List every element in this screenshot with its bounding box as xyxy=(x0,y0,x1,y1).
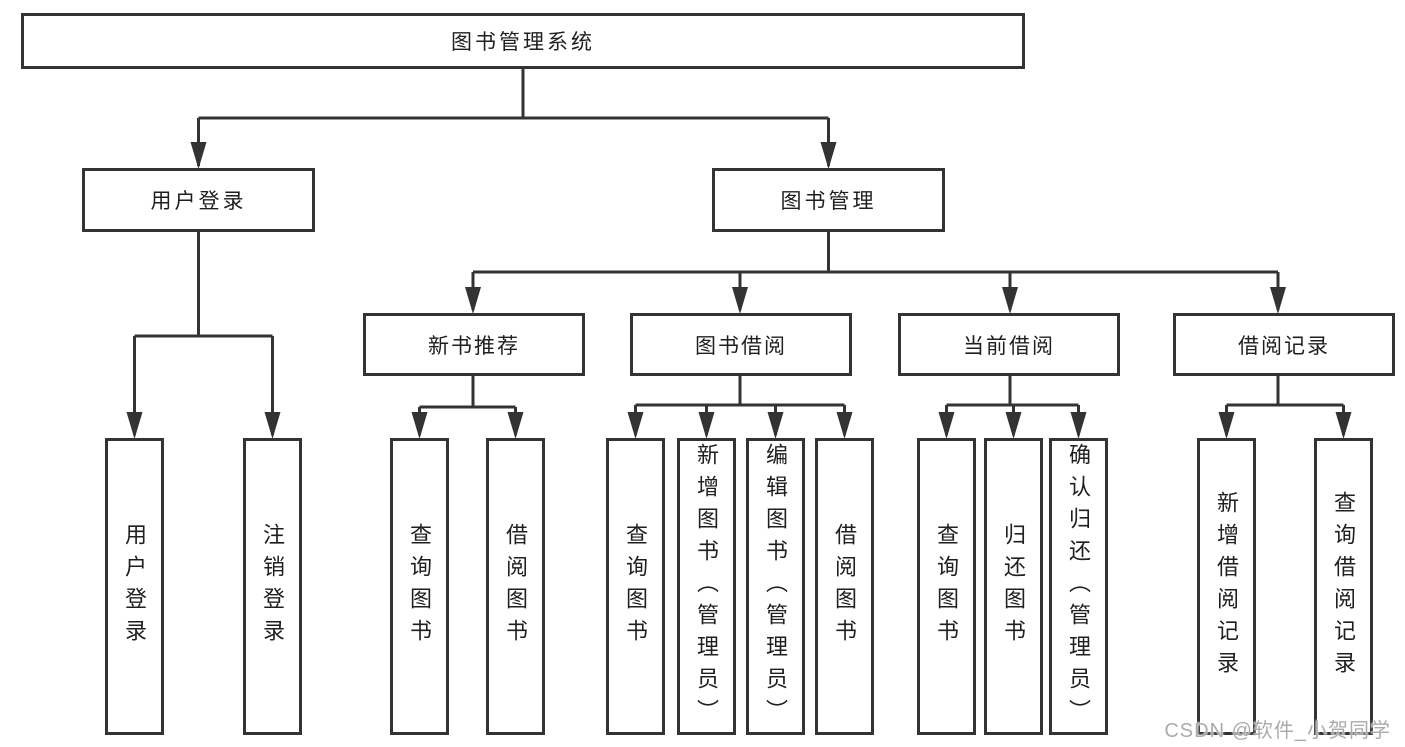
leaf-borrow-add-books-admin: 新增图书（管理员） xyxy=(677,438,736,735)
node-current-borrowing: 当前借阅 xyxy=(898,313,1120,376)
arrowhead-icon xyxy=(627,412,644,439)
arrowhead-icon xyxy=(1002,287,1018,314)
node-new-book-recommendation: 新书推荐 xyxy=(363,313,585,376)
arrowhead-icon xyxy=(1270,287,1286,314)
connector-lines xyxy=(471,232,1280,310)
arrowhead-icons xyxy=(126,142,1352,439)
arrowhead-icon xyxy=(732,287,748,314)
connector-lines xyxy=(133,232,274,435)
arrowhead-icon xyxy=(465,287,481,314)
arrowhead-icon xyxy=(1335,412,1352,439)
leaf-current-query-books: 查询图书 xyxy=(917,438,976,735)
arrowhead-icon xyxy=(126,412,143,439)
arrowhead-icon xyxy=(1070,412,1087,439)
arrowhead-icon xyxy=(411,412,428,439)
leaf-logout: 注销登录 xyxy=(243,438,302,735)
leaf-rec-query-books: 查询图书 xyxy=(390,438,449,735)
leaf-user-login: 用户登录 xyxy=(105,438,164,735)
leaf-records-add-record: 新增借阅记录 xyxy=(1197,438,1256,735)
leaf-borrow-borrow-books: 借阅图书 xyxy=(815,438,874,735)
node-borrowing-records: 借阅记录 xyxy=(1173,313,1395,376)
arrowhead-icon xyxy=(1005,412,1022,439)
node-book-borrowing: 图书借阅 xyxy=(630,313,852,376)
connector-lines xyxy=(1225,376,1345,435)
node-user-login-branch: 用户登录 xyxy=(82,168,315,232)
leaf-current-confirm-return-admin: 确认归还（管理员） xyxy=(1049,438,1108,735)
arrowhead-icon xyxy=(836,412,853,439)
connector-lines xyxy=(418,376,517,435)
leaf-borrow-query-books: 查询图书 xyxy=(606,438,665,735)
node-book-management-branch: 图书管理 xyxy=(712,168,945,232)
arrowhead-icon xyxy=(698,412,715,439)
leaf-borrow-edit-books-admin: 编辑图书（管理员） xyxy=(746,438,805,735)
arrowhead-icon xyxy=(938,412,955,439)
arrowhead-icon xyxy=(507,412,524,439)
arrowhead-icon xyxy=(767,412,784,439)
arrowhead-icon xyxy=(1218,412,1235,439)
leaf-rec-borrow-books: 借阅图书 xyxy=(486,438,545,735)
connector-lines xyxy=(634,376,846,435)
node-book-management-system: 图书管理系统 xyxy=(21,13,1025,69)
arrowhead-icon xyxy=(190,142,207,169)
leaf-records-query-record: 查询借阅记录 xyxy=(1314,438,1373,735)
leaf-current-return-books: 归还图书 xyxy=(984,438,1043,735)
connector-lines xyxy=(197,69,830,166)
arrowhead-icon xyxy=(820,142,837,169)
watermark: CSDN @软件_小贺同学 xyxy=(1164,720,1391,742)
arrowhead-icon xyxy=(264,412,281,439)
